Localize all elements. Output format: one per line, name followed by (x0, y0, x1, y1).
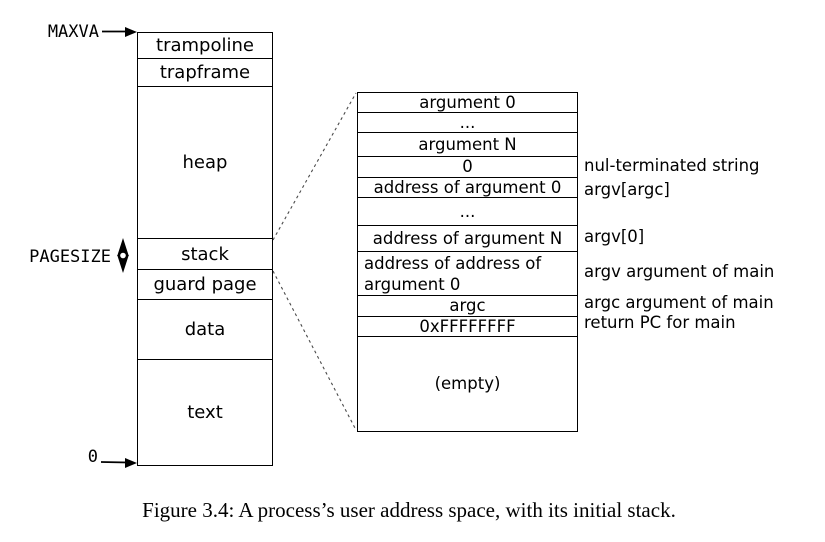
stack-cell-value: argument 0 (419, 92, 516, 112)
memory-map: trampoline trapframe heap stack guard pa… (137, 32, 273, 466)
stack-row-argument-n: argument N (358, 133, 577, 157)
annotation-argv-argc: argv[argc] (584, 180, 670, 199)
section-text: text (138, 360, 272, 465)
section-trampoline: trampoline (138, 33, 272, 59)
zero-address-label: 0 (87, 447, 98, 467)
section-heap: heap (138, 87, 272, 239)
stack-cell-value: address of address of argument 0 (364, 253, 542, 294)
stack-cell-value: address of argument 0 (373, 177, 562, 197)
stack-zoom-dashed-line-top (272, 92, 357, 241)
stack-row-ellipsis-args: ... (358, 113, 577, 133)
zero-arrow (100, 458, 137, 468)
stack-zoom-dashed-line-bottom (272, 270, 357, 431)
stack-cell-value: ... (459, 201, 476, 221)
annotation-nul-terminated-string: nul-terminated string (584, 156, 760, 175)
section-data-label: data (184, 319, 226, 340)
figure-caption: Figure 3.4: A process’s user address spa… (142, 498, 676, 522)
section-data: data (138, 300, 272, 360)
stack-row-argument-0: argument 0 (358, 93, 577, 113)
section-stack: stack (138, 239, 272, 270)
stack-row-ellipsis-addresses: ... (358, 198, 577, 226)
stack-row-address-of-argument-0: address of argument 0 (358, 178, 577, 198)
maxva-arrow (102, 27, 137, 37)
section-trapframe: trapframe (138, 59, 272, 87)
maxva-label: MAXVA (47, 22, 99, 42)
annotation-argc-argument-of-main: argc argument of main (584, 293, 774, 312)
stack-cell-value: (empty) (434, 374, 501, 393)
section-guard-page-label: guard page (153, 274, 257, 295)
pagesize-label: PAGESIZE (29, 247, 111, 267)
annotation-return-pc-for-main: return PC for main (584, 313, 736, 332)
section-trampoline-label: trampoline (156, 35, 254, 56)
stack-cell-value: 0xFFFFFFFF (419, 316, 516, 336)
stack-cell-value: argc (449, 296, 486, 315)
stack-row-return-pc: 0xFFFFFFFF (358, 317, 577, 337)
annotation-argv-0: argv[0] (584, 227, 645, 246)
stack-row-argc: argc (358, 296, 577, 317)
section-heap-label: heap (182, 152, 228, 173)
section-stack-label: stack (181, 243, 229, 265)
stack-cell-value: 0 (462, 157, 473, 176)
section-text-label: text (187, 402, 223, 423)
pagesize-extent-arrow (117, 238, 129, 273)
stack-row-address-of-argument-n: address of argument N (358, 226, 577, 252)
stack-detail-box: argument 0 ... argument N 0 address of a… (357, 92, 578, 432)
stack-row-address-of-address: address of address of argument 0 (358, 252, 577, 296)
annotation-argv-argument-of-main: argv argument of main (584, 262, 775, 281)
stack-cell-value: argument N (418, 134, 517, 154)
section-guard-page: guard page (138, 270, 272, 300)
section-trapframe-label: trapframe (159, 62, 251, 83)
stack-cell-value: ... (459, 112, 476, 132)
stack-cell-value: address of argument N (372, 228, 563, 248)
stack-row-empty: (empty) (358, 337, 577, 431)
stack-row-zero-terminator: 0 (358, 157, 577, 178)
